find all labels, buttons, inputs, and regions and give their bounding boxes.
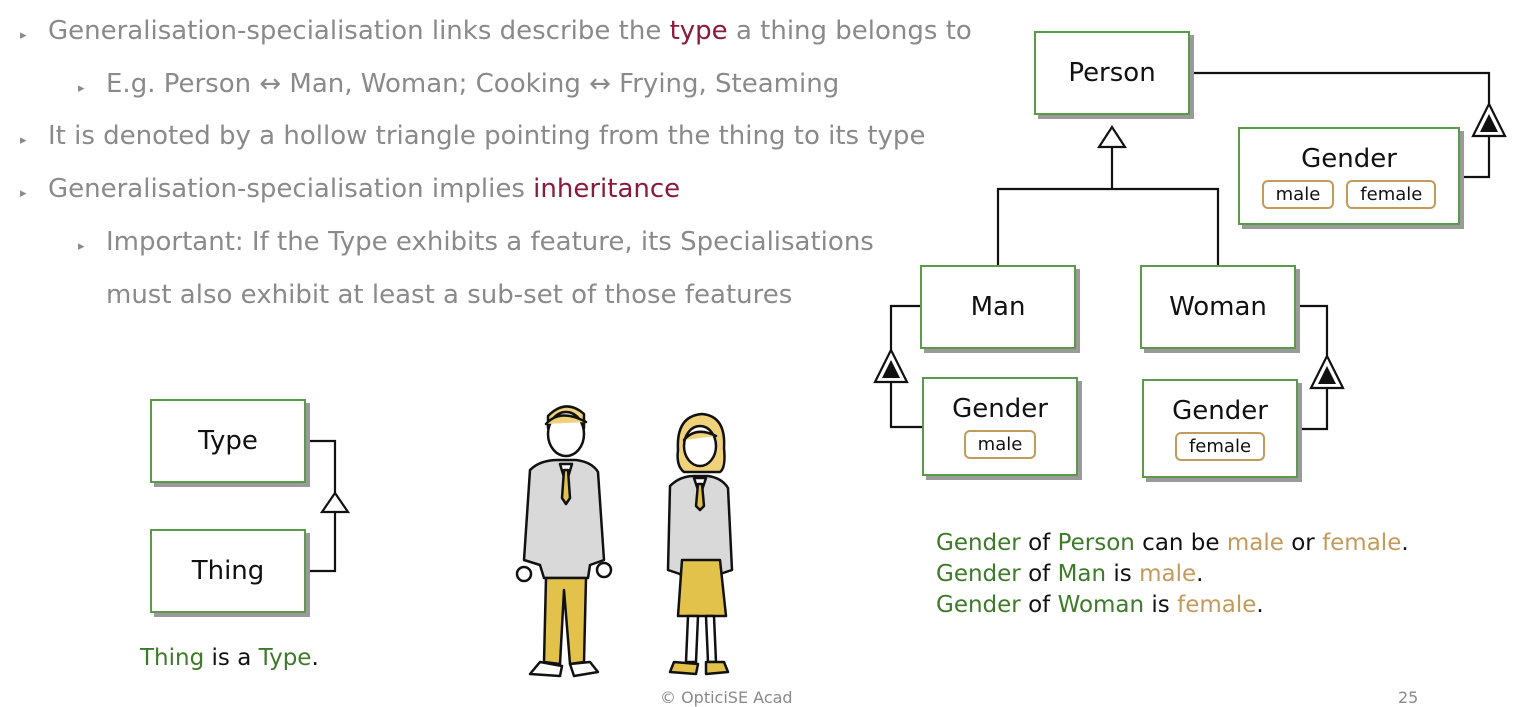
woman-gender-link-lower bbox=[1298, 388, 1329, 431]
caption-dot: . bbox=[311, 645, 319, 671]
bullet-3a-line2: must also exhibit at least a sub-set of … bbox=[106, 280, 793, 310]
man-gender-link-lower bbox=[889, 382, 922, 429]
caption-woman: Woman bbox=[1057, 592, 1145, 618]
person-box-label: Person bbox=[1068, 58, 1156, 88]
man-gender-box: Gender male bbox=[922, 377, 1078, 476]
man-figure bbox=[515, 405, 613, 678]
aggregation-triangle-icon bbox=[1480, 114, 1498, 132]
caption-dot: . bbox=[1401, 530, 1409, 556]
bullet-2: It is denoted by a hollow triangle point… bbox=[48, 121, 926, 151]
bullet-3-text: Generalisation-specialisation implies bbox=[48, 174, 534, 204]
caption-gender: Gender bbox=[936, 561, 1021, 587]
footer-page-number: 25 bbox=[1398, 688, 1419, 707]
caption-person: Person bbox=[1057, 530, 1135, 556]
woman-box: Woman bbox=[1140, 265, 1296, 349]
gender-caption-line-2: Gender of Man is male. bbox=[936, 559, 1203, 590]
caption-thing: Thing bbox=[140, 645, 205, 671]
caption-of: of bbox=[1020, 530, 1058, 556]
bullet-1-text: Generalisation-specialisation links desc… bbox=[48, 16, 670, 46]
bullet-3: Generalisation-specialisation implies in… bbox=[48, 174, 680, 204]
gender-caption-line-3: Gender of Woman is female. bbox=[936, 590, 1264, 621]
caption-man: Man bbox=[1057, 561, 1107, 587]
left-caption: Thing is a Type. bbox=[140, 643, 319, 674]
caption-type: Type bbox=[258, 645, 312, 671]
aggregation-triangle-icon bbox=[1318, 366, 1336, 384]
man-box-label: Man bbox=[970, 292, 1026, 322]
bullet-marker: ▸ bbox=[20, 28, 27, 43]
man-box: Man bbox=[920, 265, 1076, 349]
person-box: Person bbox=[1034, 31, 1190, 115]
caption-female: female bbox=[1322, 530, 1402, 556]
bullet-marker: ▸ bbox=[78, 81, 85, 96]
male-chip: male bbox=[1261, 179, 1335, 209]
caption-female: female bbox=[1177, 592, 1257, 618]
type-link-top bbox=[306, 439, 337, 493]
woman-figure bbox=[666, 412, 734, 676]
caption-of: of bbox=[1020, 592, 1058, 618]
bullet-marker: ▸ bbox=[20, 186, 27, 201]
female-chip: female bbox=[1346, 179, 1437, 209]
person-gender-link-lower bbox=[1460, 137, 1491, 179]
caption-can-be: can be bbox=[1134, 530, 1227, 556]
female-chip: female bbox=[1174, 432, 1266, 461]
caption-male: male bbox=[1139, 561, 1197, 587]
gender-label: Gender bbox=[1301, 143, 1397, 174]
caption-gender: Gender bbox=[936, 592, 1021, 618]
caption-is-a: is a bbox=[204, 645, 259, 671]
caption-or: or bbox=[1283, 530, 1323, 556]
male-chip: male bbox=[963, 430, 1037, 459]
woman-gender-box: Gender female bbox=[1142, 379, 1298, 478]
bullet-3a-line1: Important: If the Type exhibits a featur… bbox=[106, 227, 874, 257]
caption-gender: Gender bbox=[936, 530, 1021, 556]
caption-is: is bbox=[1144, 592, 1178, 618]
bullet-3-highlight: inheritance bbox=[533, 174, 681, 204]
bullet-1-text-end: a thing belongs to bbox=[727, 16, 972, 46]
hollow-triangle-icon bbox=[1096, 124, 1128, 149]
type-box: Type bbox=[150, 399, 306, 483]
gender-caption-line-1: Gender of Person can be male or female. bbox=[936, 528, 1409, 559]
gender-label: Gender bbox=[952, 394, 1048, 424]
people-illustration bbox=[515, 405, 734, 678]
caption-dot: . bbox=[1196, 561, 1204, 587]
man-gender-link bbox=[889, 304, 920, 352]
type-box-label: Type bbox=[198, 426, 258, 456]
person-gender-link bbox=[1190, 71, 1491, 134]
thing-box: Thing bbox=[150, 529, 306, 613]
person-branch bbox=[996, 187, 1220, 265]
person-gender-box: Gender male female bbox=[1238, 127, 1460, 225]
gender-label: Gender bbox=[1172, 396, 1268, 426]
bullet-marker: ▸ bbox=[78, 239, 85, 254]
bullet-marker: ▸ bbox=[20, 133, 27, 148]
bullet-1-highlight: type bbox=[669, 16, 728, 46]
caption-of: of bbox=[1020, 561, 1058, 587]
caption-dot: . bbox=[1256, 592, 1264, 618]
thing-box-label: Thing bbox=[191, 556, 265, 586]
aggregation-triangle-icon bbox=[882, 360, 900, 378]
caption-is: is bbox=[1106, 561, 1140, 587]
woman-gender-link bbox=[1296, 304, 1329, 356]
bullet-1a: E.g. Person ↔ Man, Woman; Cooking ↔ Fryi… bbox=[106, 69, 840, 99]
woman-box-label: Woman bbox=[1169, 292, 1267, 322]
footer-copyright: © OpticiSE Acad bbox=[660, 688, 793, 707]
bullet-1: Generalisation-specialisation links desc… bbox=[48, 16, 972, 46]
caption-male: male bbox=[1226, 530, 1284, 556]
thing-type-link bbox=[306, 512, 337, 573]
hollow-triangle-icon bbox=[319, 491, 351, 514]
